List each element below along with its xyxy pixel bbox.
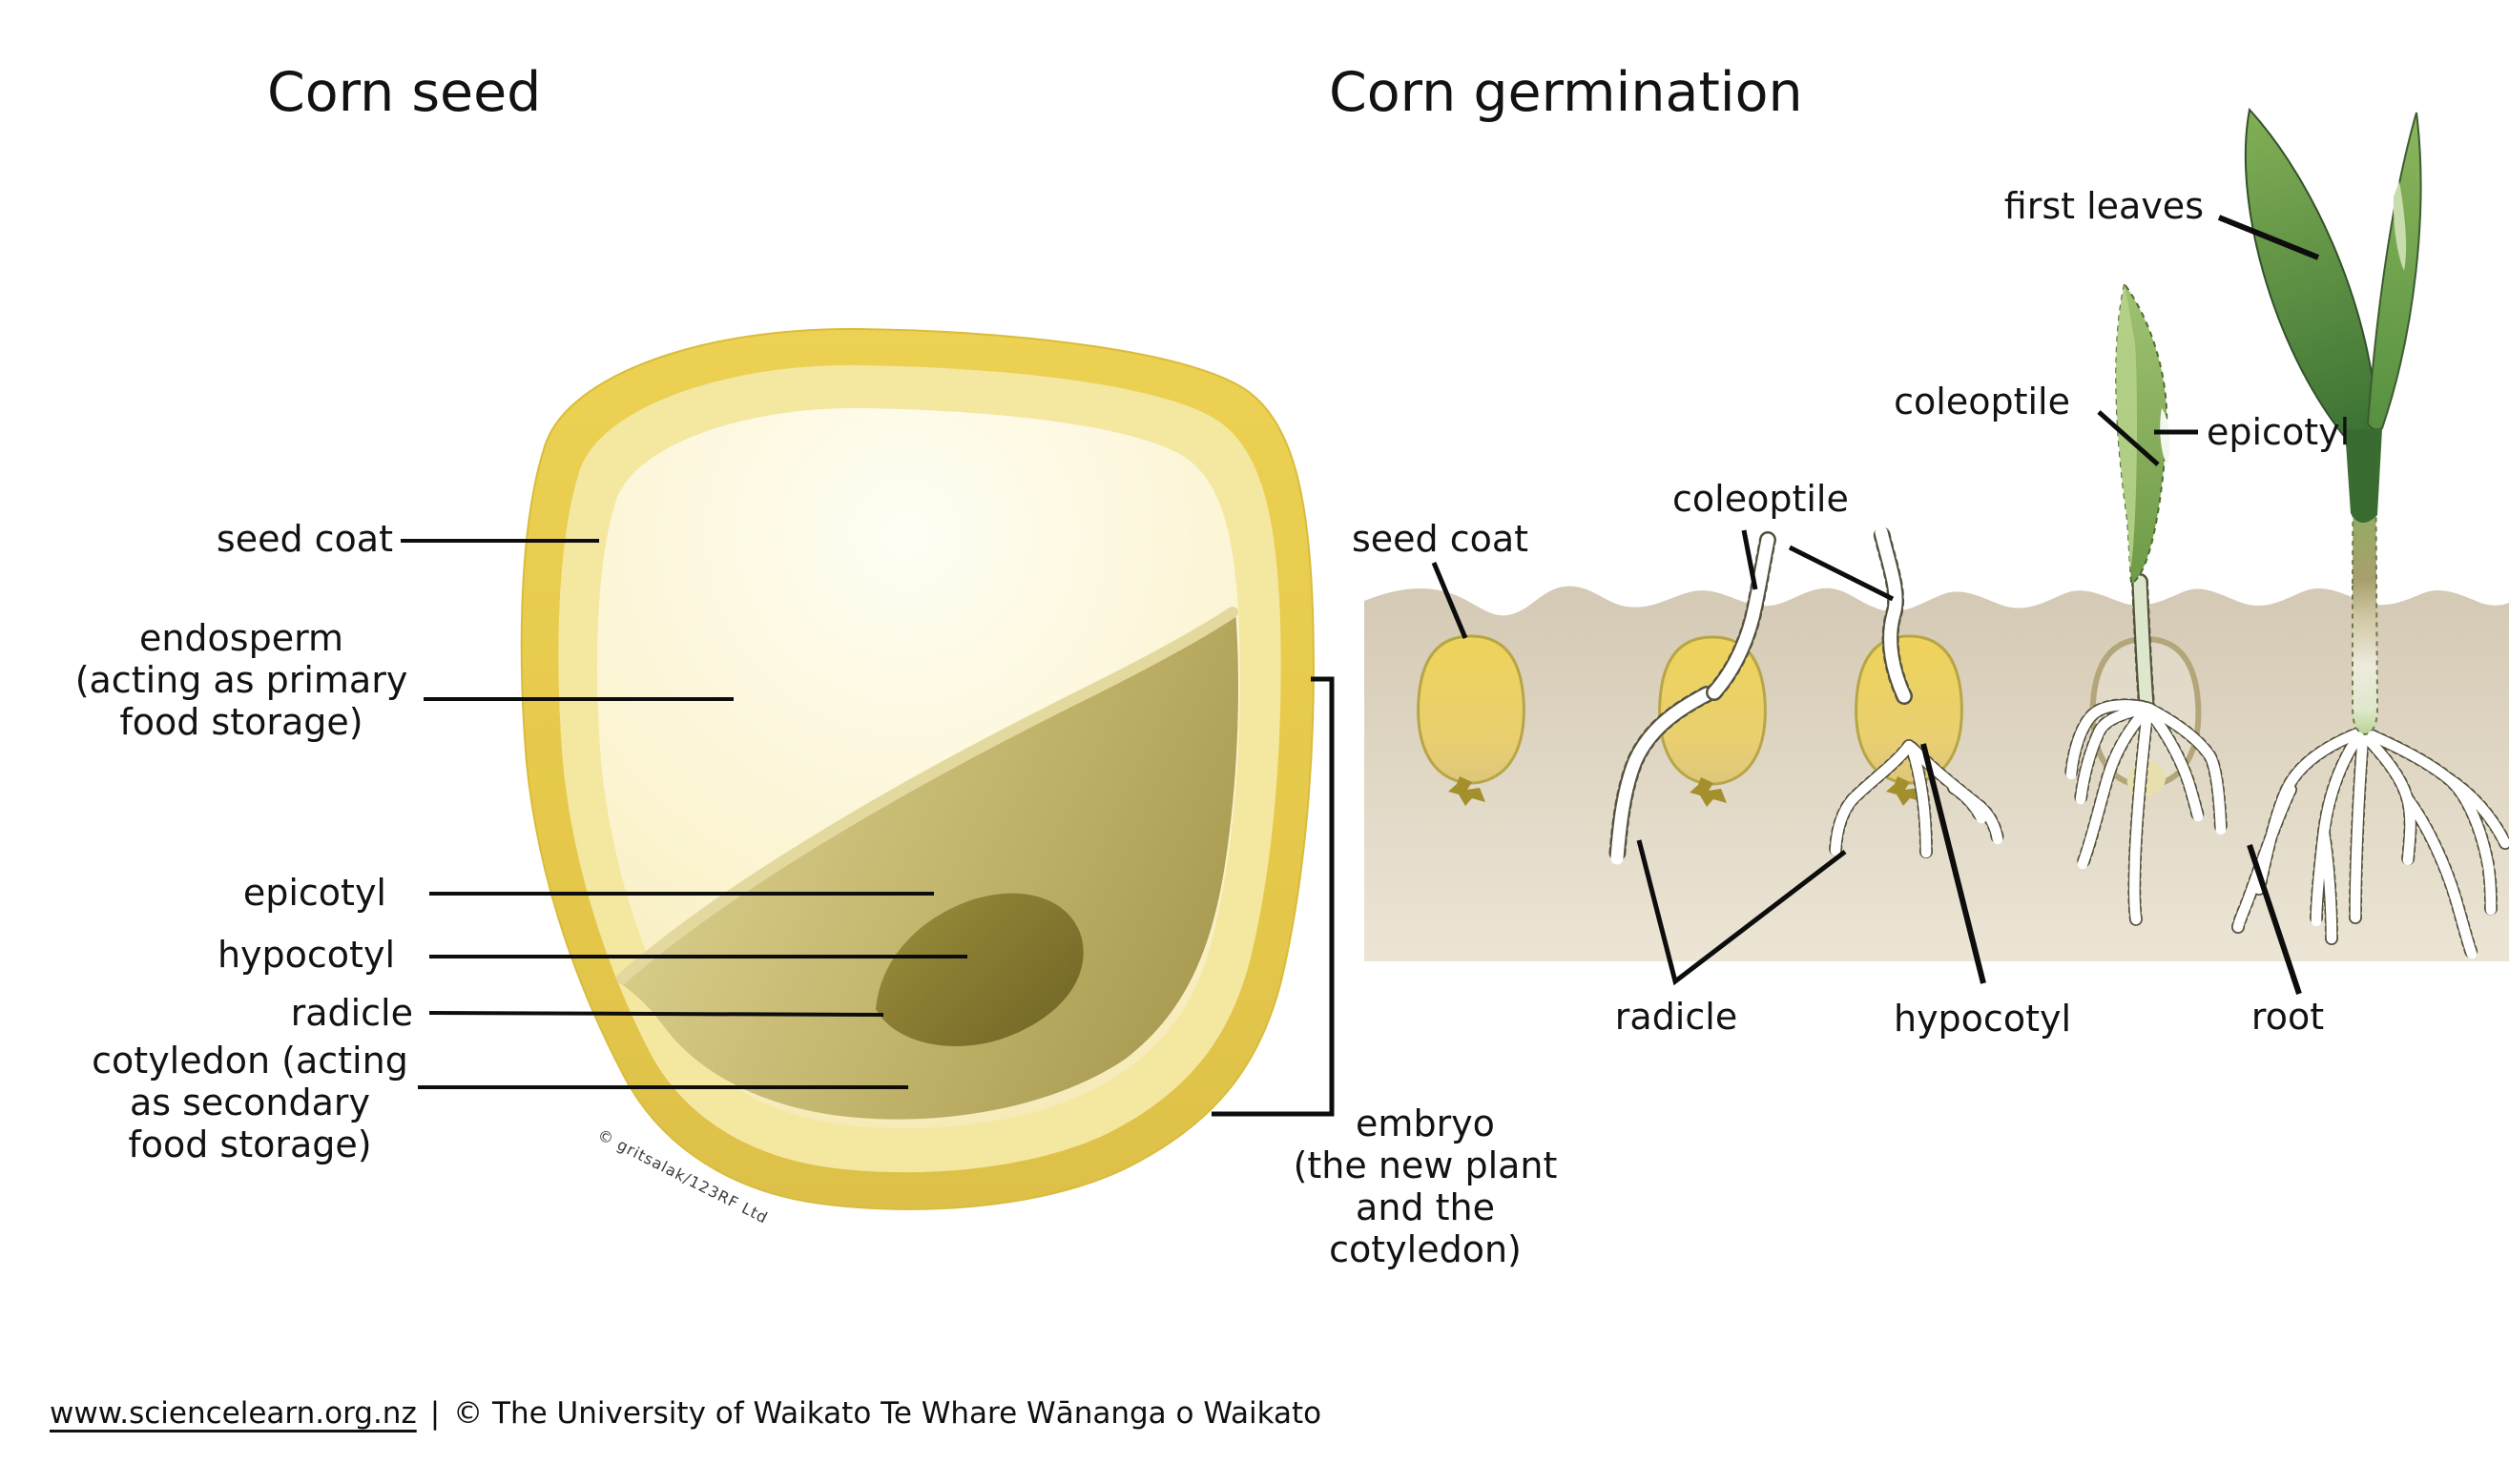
embryo-label-line2: (the new plant (1293, 1144, 1558, 1186)
radicle-leader (428, 1011, 884, 1017)
seed-coat-pointer (1431, 562, 1468, 639)
coleoptile-mid-label: coleoptile (1672, 478, 1849, 520)
stage5-roots (2232, 727, 2509, 959)
stage5-leaf-junction (2345, 429, 2382, 524)
radicle-right-label: radicle (1614, 996, 1738, 1038)
seed-coat-label: seed coat (216, 518, 393, 560)
hypocotyl-right-label: hypocotyl (1893, 998, 2072, 1040)
stage4-roots (2065, 700, 2227, 925)
stage1-kernel (1417, 634, 1525, 785)
left-panel-title: Corn seed (267, 61, 542, 124)
embryo-label-line3: and the (1356, 1186, 1495, 1228)
root-label: root (2250, 996, 2325, 1038)
footer-link[interactable]: www.sciencelearn.org.nz (50, 1396, 417, 1431)
stage3-roots (1830, 740, 2003, 858)
cotyledon-label-line2: as secondary (129, 1082, 371, 1123)
stage5-plant (2231, 107, 2509, 960)
embryo-label: embryo (the new plant and the cotyledon) (1234, 1103, 1616, 1270)
epicotyl-right-label: epicotyl (2207, 411, 2351, 453)
endosperm-label: endosperm (acting as primary food storag… (51, 617, 432, 743)
cotyledon-edge-highlight (616, 607, 1238, 984)
stage3-seed (1829, 524, 2004, 859)
stage2-seed (1608, 531, 1776, 867)
stage4-epicotyl-sliver (2160, 408, 2170, 465)
first-leaves-pointer (2217, 215, 2320, 260)
stage4-underground (2064, 573, 2228, 926)
seed-coat-right-label: seed coat (1352, 518, 1529, 560)
stage5-leaf-left (2244, 107, 2379, 439)
hypocotyl-pointer (1920, 743, 1986, 984)
stage2-kernel-tip (1690, 777, 1727, 807)
endosperm-label-line3: food storage) (119, 701, 363, 743)
cotyledon-label-line1: cotyledon (acting (92, 1040, 408, 1082)
corn-seed-illustration (401, 327, 1335, 1210)
first-leaves-label: first leaves (2003, 185, 2204, 227)
coleoptile-pointer-b (1788, 545, 1895, 602)
stage4-shoot (2115, 281, 2170, 586)
hypocotyl-label: hypocotyl (217, 934, 395, 976)
endosperm-label-line2: (acting as primary (74, 659, 408, 701)
cotyledon-label: cotyledon (acting as secondary food stor… (59, 1040, 441, 1165)
embryo-label-line4: cotyledon) (1329, 1228, 1522, 1270)
radicle-pointer (1636, 839, 1847, 986)
stage5-leaf-inner-sliver (2393, 181, 2407, 271)
stage4-stem-below-soil (2133, 575, 2153, 712)
coleoptile-right-label: coleoptile (1894, 381, 2070, 423)
right-panel-title: Corn germination (1329, 61, 1803, 124)
stage4-blade-light-edge (2116, 284, 2138, 572)
stage2-coleoptile (1708, 533, 1774, 699)
footer-credit: www.sciencelearn.org.nz | © The University… (50, 1396, 1321, 1431)
stage1-seed (1417, 634, 1525, 806)
footer-separator: | (429, 1396, 441, 1431)
epicotyl-label: epicotyl (242, 872, 386, 914)
radicle-label: radicle (290, 992, 413, 1034)
cotyledon-region (618, 610, 1238, 1120)
coleoptile-pointer-a (1741, 529, 1758, 590)
cotyledon-label-line3: food storage) (128, 1123, 372, 1165)
stage3-coleoptile (1875, 526, 1911, 703)
stage5-leaf-right (2366, 112, 2422, 431)
root-pointer (2247, 844, 2302, 995)
embryo-bracket (1212, 676, 1335, 1117)
corn-germination-illustration (1364, 107, 2509, 995)
stage2-radicle (1610, 688, 1713, 865)
stage1-kernel-tip (1448, 776, 1485, 806)
footer-copyright: © The University of Waikato Te Whare Wān… (453, 1396, 1322, 1431)
embryo-axis (876, 893, 1084, 1046)
embryo-label-line1: embryo (1356, 1103, 1495, 1144)
stage3-kernel-tip (1886, 776, 1923, 806)
endosperm-label-line1: endosperm (138, 617, 344, 659)
coleoptile-right-pointer (2097, 410, 2160, 466)
